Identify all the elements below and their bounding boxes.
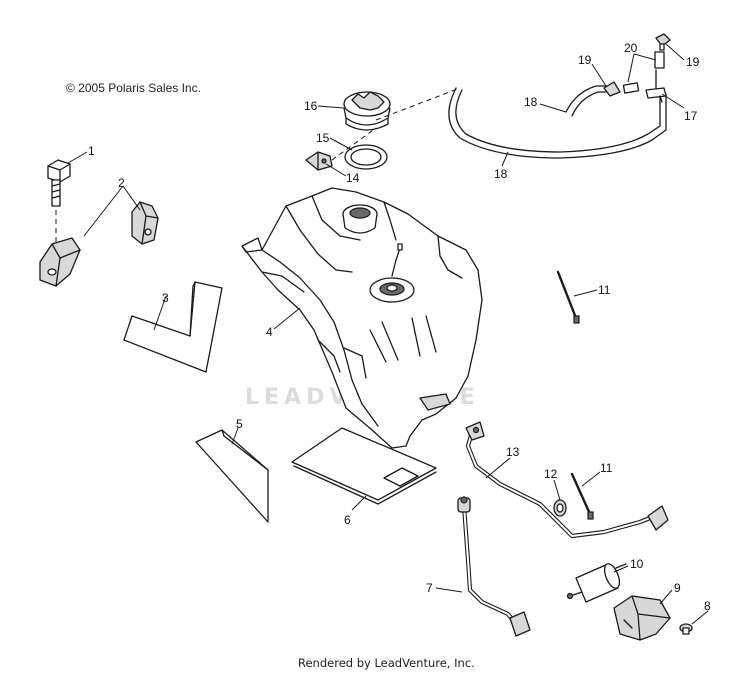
leader-6 [351, 495, 367, 511]
part-18-vent-hose-long[interactable] [448, 87, 667, 159]
leader-5 [231, 427, 239, 445]
part-1-bolt[interactable] [47, 159, 71, 250]
leader-16 [317, 105, 345, 109]
leader-3 [153, 295, 167, 331]
part-16-fuel-cap[interactable] [343, 91, 391, 131]
callout-17[interactable]: 17 [684, 109, 698, 123]
part-11-cable-tie-upper[interactable] [556, 270, 580, 324]
callout-13[interactable]: 13 [506, 445, 520, 459]
callout-3[interactable]: 3 [162, 291, 169, 305]
part-6-plate[interactable] [291, 427, 437, 505]
part-3-pad[interactable] [123, 281, 223, 373]
callout-14[interactable]: 14 [346, 171, 360, 185]
callout-7[interactable]: 7 [426, 581, 433, 595]
part-2-bracket-right[interactable] [131, 201, 159, 245]
callout-15[interactable]: 15 [316, 131, 330, 145]
callout-11-lower[interactable]: 11 [600, 461, 613, 475]
leader-7 [435, 587, 463, 593]
leader-11a [573, 289, 598, 297]
leader-8 [691, 610, 709, 625]
leader-14 [325, 163, 347, 177]
callout-18-lower[interactable]: 18 [494, 167, 508, 181]
part-13-fuel-line[interactable] [465, 421, 669, 539]
part-20-connector-left[interactable] [622, 82, 640, 94]
leader-2 [83, 185, 141, 237]
leader-18b [501, 151, 509, 167]
callout-11-upper[interactable]: 11 [598, 283, 611, 297]
callout-10[interactable]: 10 [630, 557, 644, 571]
part-8-screw[interactable] [679, 623, 693, 635]
part-15-gasket[interactable] [344, 144, 388, 170]
leader-11b [581, 471, 601, 487]
leader-4 [273, 307, 301, 330]
part-14-clip[interactable] [305, 151, 333, 171]
part-9-filter-bracket[interactable] [613, 595, 671, 641]
callout-18-upper[interactable]: 18 [524, 95, 538, 109]
part-7-fuel-line[interactable] [457, 496, 531, 637]
part-4-fuel-tank[interactable] [241, 187, 483, 449]
part-18-vent-hose-short[interactable] [565, 85, 611, 117]
part-19-check-valve-left[interactable] [603, 81, 621, 97]
leader-10 [613, 565, 629, 573]
callout-5[interactable]: 5 [236, 417, 243, 431]
callout-19-right[interactable]: 19 [686, 55, 700, 69]
part-12-grommet[interactable] [553, 499, 567, 517]
callout-16[interactable]: 16 [304, 99, 318, 113]
leader-19b [665, 43, 685, 61]
callout-20[interactable]: 20 [624, 41, 638, 55]
callout-19-left[interactable]: 19 [578, 53, 592, 67]
clip-alignment-line [331, 127, 377, 161]
copyright-text: © 2005 Polaris Sales Inc. [66, 81, 201, 95]
callout-8[interactable]: 8 [704, 599, 711, 613]
callout-12[interactable]: 12 [544, 467, 558, 481]
callout-4[interactable]: 4 [266, 325, 273, 339]
leader-18a [539, 103, 567, 113]
part-11-cable-tie-lower[interactable] [570, 472, 594, 520]
callout-2[interactable]: 2 [118, 176, 125, 190]
leader-12 [553, 479, 561, 501]
part-19-check-valve-right[interactable] [655, 33, 671, 51]
part-20-connector-right[interactable] [654, 51, 665, 69]
leader-17 [661, 93, 685, 109]
footer-text: Rendered by LeadVenture, Inc. [298, 656, 475, 670]
part-5-pad[interactable] [195, 429, 269, 523]
part-17-tee-fitting[interactable] [645, 69, 667, 103]
part-10-fuel-filter[interactable] [566, 562, 627, 603]
leader-9 [659, 589, 673, 605]
cap-alignment-line [375, 87, 461, 121]
leader-20 [627, 53, 657, 83]
callout-6[interactable]: 6 [344, 513, 351, 527]
callout-9[interactable]: 9 [674, 581, 681, 595]
leader-13 [485, 457, 511, 479]
leader-1 [67, 151, 88, 164]
callout-1[interactable]: 1 [88, 144, 95, 158]
leader-19a [591, 63, 607, 87]
part-2-bracket-left[interactable] [39, 237, 81, 287]
